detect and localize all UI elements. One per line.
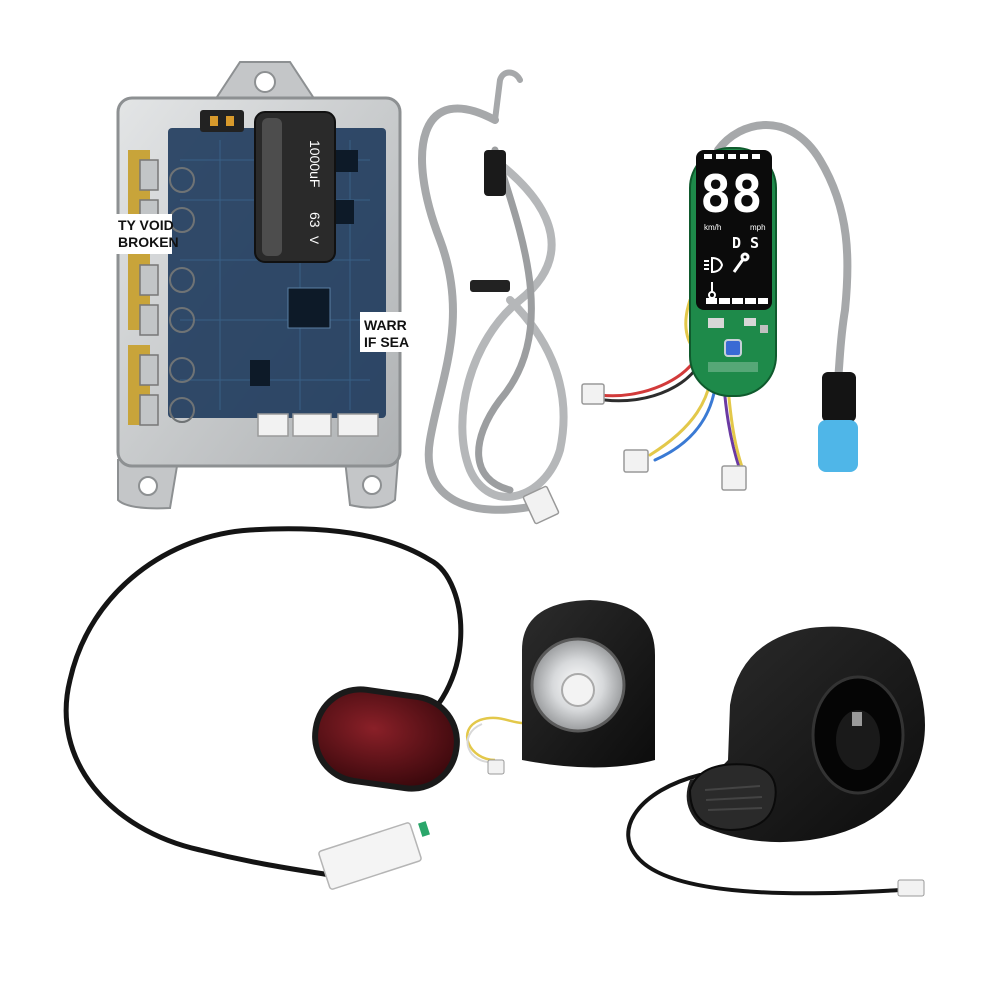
- thumb-throttle: [626, 626, 925, 897]
- dashboard-plug-2: [623, 449, 649, 473]
- capacitor-value: 1000uF: [307, 140, 323, 187]
- wrench-icon: [732, 252, 750, 273]
- tail-light-lens: [318, 692, 454, 786]
- tail-light: [63, 526, 464, 890]
- dashboard-plug-1: [581, 383, 605, 405]
- cable-end-connector-black: [484, 150, 506, 196]
- warranty-sticker-left: [110, 214, 172, 254]
- dashboard-connector-blue-tip: [818, 420, 858, 472]
- warranty-sticker-right-line1: WARR: [364, 317, 407, 333]
- warranty-sticker-left-line2: BROKEN: [118, 234, 179, 250]
- headlight-plug: [487, 759, 505, 775]
- unit-mph-label: mph: [750, 223, 766, 232]
- warranty-sticker-right: [360, 312, 410, 352]
- capacitor-unit: V: [307, 236, 321, 244]
- battery-level-bars: [706, 298, 768, 304]
- extension-cable: [418, 69, 568, 525]
- capacitor: 1000uF 63 V: [254, 111, 336, 263]
- tail-light-connector: [318, 822, 422, 890]
- motor-controller: 1000uF 63 V TY VOID BROKEN WARR IF SEA: [110, 61, 410, 510]
- dashboard-screen: [696, 150, 772, 310]
- capacitor-voltage: 63: [307, 212, 323, 228]
- dashboard-cable-connector: [822, 372, 856, 422]
- cable-end-connector-white: [522, 485, 560, 525]
- dashboard-display-board: 88 km/h mph D S: [581, 121, 858, 491]
- controller-connectors: [257, 413, 379, 437]
- mode-indicator: D S: [732, 234, 759, 252]
- dashboard-button: [724, 339, 742, 357]
- dashboard-plug-3: [721, 465, 747, 491]
- warranty-sticker-left-line1: TY VOID: [118, 217, 174, 233]
- throttle-wire-plug: [897, 879, 925, 897]
- headlight: [466, 600, 655, 775]
- speed-digits: 88: [700, 165, 763, 225]
- warranty-sticker-right-line2: IF SEA: [364, 334, 409, 350]
- headlight-icon: [704, 256, 724, 274]
- unit-kmh-label: km/h: [704, 223, 721, 232]
- throttle-lever: [688, 763, 777, 832]
